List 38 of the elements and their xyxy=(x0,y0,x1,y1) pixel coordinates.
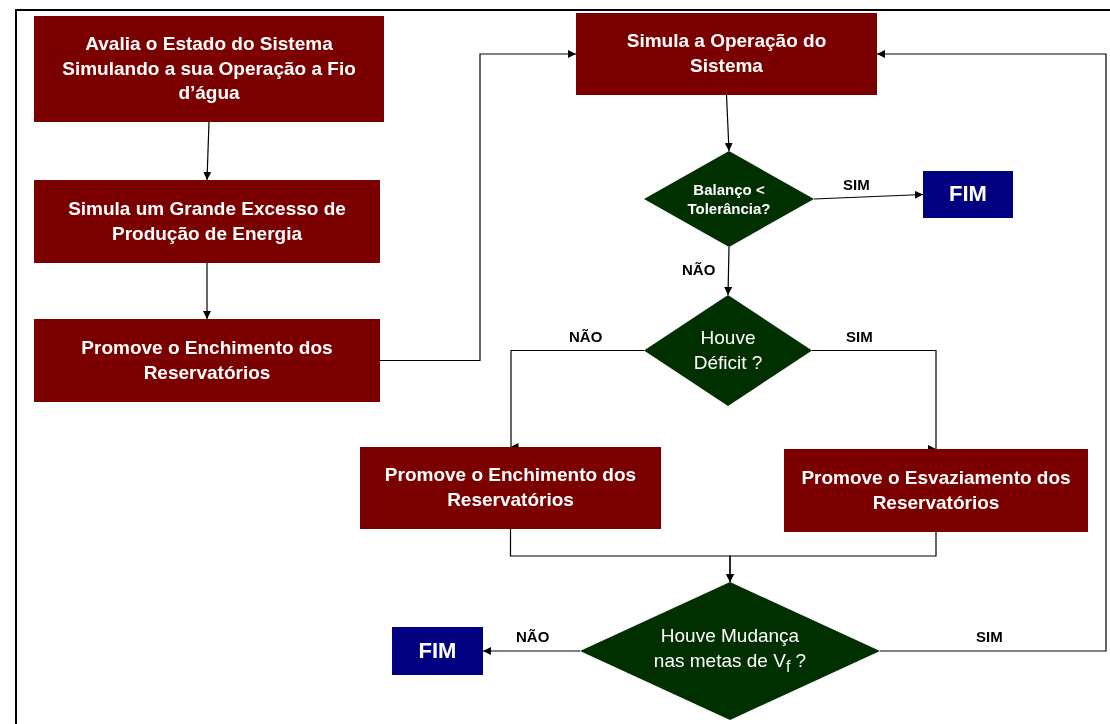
node-text: FIM xyxy=(418,636,457,665)
node-text: Houve Mudança nas metas de V$_{f}$ ? xyxy=(652,624,808,677)
edge-label: NÃO xyxy=(569,328,603,345)
node-text: Simula a Operação do Sistema xyxy=(625,29,828,78)
edge-label: NÃO xyxy=(516,628,550,645)
process-box xyxy=(34,16,384,122)
process-box xyxy=(34,180,380,263)
decision-diamond xyxy=(644,151,814,247)
arrow xyxy=(813,190,924,200)
node-text: Avalia o Estado do Sistema Simulando a sua Operação a Fio d’água xyxy=(61,31,357,106)
node-text: Simula um Grande Excesso de Produção de Energia xyxy=(67,196,347,246)
process-box xyxy=(360,447,661,529)
node-text: Promove o Enchimento dos Reservatórios xyxy=(80,335,334,385)
decision-diamond xyxy=(644,295,812,406)
arrow xyxy=(203,262,211,320)
edge-label: NÃO xyxy=(682,261,716,278)
node-text: Promove o Enchimento dos Reservatórios xyxy=(383,463,638,512)
end-box xyxy=(392,627,483,675)
edge-label: SIM xyxy=(843,176,870,193)
arrow xyxy=(379,50,577,362)
node-text: Houve Déficit ? xyxy=(692,325,764,375)
decision-diamond xyxy=(580,582,880,720)
arrow xyxy=(726,531,937,583)
arrow xyxy=(724,94,733,152)
node-text: FIM xyxy=(949,180,987,209)
edge-label: SIM xyxy=(846,328,873,345)
edge-label: SIM xyxy=(976,628,1003,645)
node-text: Balanço < Tolerância? xyxy=(686,179,772,219)
arrow xyxy=(203,121,212,181)
process-box xyxy=(34,319,380,402)
process-box xyxy=(576,13,877,95)
process-box xyxy=(784,449,1088,532)
arrow xyxy=(482,647,581,655)
arrow xyxy=(724,246,733,296)
arrow xyxy=(876,50,1107,652)
arrow xyxy=(811,349,940,450)
node-text: Promove o Esvaziamento dos Reservatórios xyxy=(800,465,1072,515)
end-box xyxy=(923,171,1013,218)
